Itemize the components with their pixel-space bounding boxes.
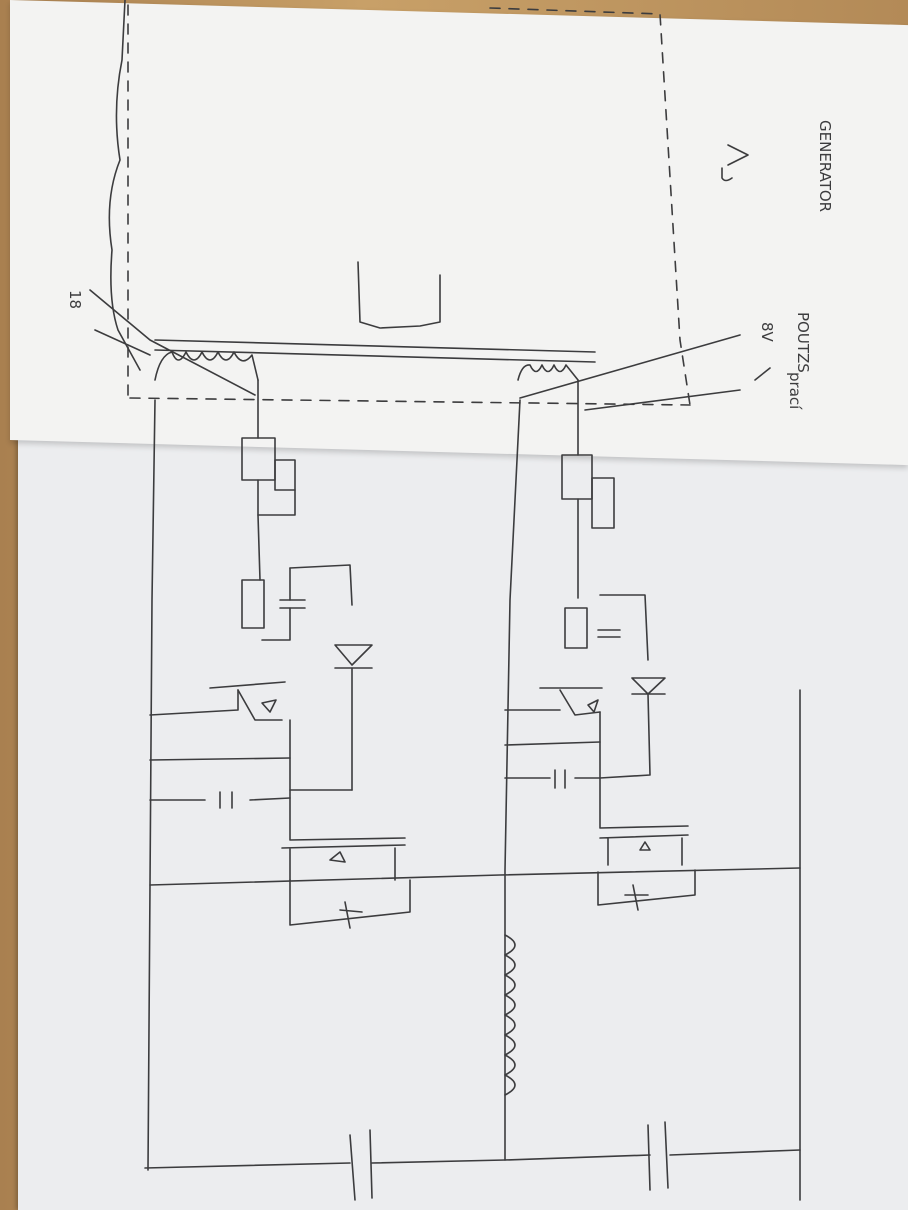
rotor-shape [357, 261, 441, 329]
bottom-capacitor-right [647, 1121, 669, 1191]
left-transistor [209, 681, 286, 721]
right-voltage-label: 8V [758, 322, 776, 343]
left-bus [147, 399, 156, 1171]
input-wires [89, 289, 771, 411]
left-mosfet [281, 844, 406, 881]
left-transistor-arrow [261, 699, 277, 713]
generator-label: GENERATOR [816, 120, 834, 212]
right-body-diode [597, 869, 696, 911]
left-stage [149, 379, 411, 929]
left-body-diode [289, 879, 411, 929]
right-transistor [539, 687, 603, 716]
right-capacitor [597, 629, 621, 638]
right-resistor-2 [564, 607, 588, 649]
right-resistor-1 [561, 454, 593, 500]
left-rail [149, 867, 801, 886]
left-diode [334, 644, 373, 669]
right-transistor-arrow [587, 699, 599, 713]
left-voltage-label: 18 [66, 290, 84, 309]
side-note-label: POUTZS [794, 312, 812, 373]
right-sub-label: prací [786, 372, 804, 410]
bottom-rail [144, 1149, 801, 1169]
generator-boundary [127, 4, 691, 406]
paper-edge-squiggle [108, 0, 141, 371]
right-diode [631, 677, 666, 695]
left-resistor-1 [241, 437, 276, 481]
labels: GENERATOR POUTZS 18 8V prací [66, 120, 834, 410]
center-bus [504, 399, 521, 1161]
left-capacitor [279, 599, 306, 609]
paper-sheet-lower [18, 405, 908, 1210]
right-stage [504, 379, 696, 911]
right-mosfet [599, 834, 689, 866]
bottom-capacitor-left [349, 1129, 373, 1201]
left-resistor-2 [241, 579, 265, 629]
transformer [154, 339, 596, 381]
inductor-coil [504, 934, 516, 1096]
arrow-icon [721, 144, 749, 182]
